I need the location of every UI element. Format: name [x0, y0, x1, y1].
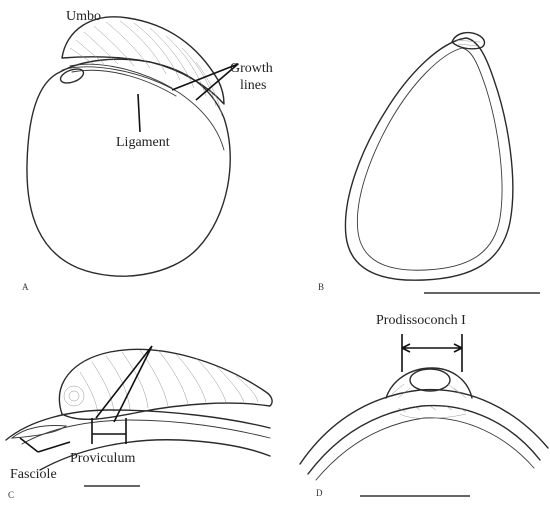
panel-a-shell-outline [27, 59, 230, 276]
panel-b-letter: B [318, 282, 324, 292]
panel-d-prodissoconch-bracket [402, 334, 462, 372]
panel-c-fasciole-pointer [20, 438, 70, 452]
fasciole-label: Fasciole [10, 467, 57, 482]
panel-c-hinge-outer [6, 410, 270, 440]
panel-a-letter: A [22, 282, 29, 292]
panel-a-growth-hatching [70, 21, 222, 116]
panel-a: Umbo Growth lines Ligament A [22, 9, 273, 292]
panel-a-ligament-pointer [138, 94, 140, 132]
panel-c-letter: C [8, 490, 14, 500]
panel-d-inner-line-2 [316, 418, 534, 480]
panel-b-hinge-detail [456, 40, 480, 46]
proviculum-label: Proviculum [70, 451, 135, 466]
growth-lines-label-2: lines [240, 78, 266, 93]
growth-lines-label-1: Growth [230, 61, 273, 76]
panel-d-shell-outer [300, 390, 548, 464]
panel-a-prodissoconch [59, 66, 86, 85]
ligament-label: Ligament [116, 135, 170, 150]
panel-c: Proviculum Fasciole C [6, 346, 272, 500]
prodissoconch-label: Prodissoconch I [376, 313, 466, 328]
panel-d-shell-inner [308, 406, 540, 474]
panel-b-shell-inner [357, 48, 502, 270]
panel-a-ligament-band [70, 64, 176, 96]
panel-b-shell-outer [345, 38, 512, 280]
panel-d-prodissoconch [410, 369, 450, 391]
panel-d: Prodissoconch I D [300, 313, 548, 498]
umbo-label: Umbo [66, 9, 101, 24]
panel-d-letter: D [316, 488, 323, 498]
panel-a-umbo-shape [62, 17, 224, 104]
panel-c-growth-hatching [64, 350, 258, 414]
panel-b: B [318, 33, 540, 293]
